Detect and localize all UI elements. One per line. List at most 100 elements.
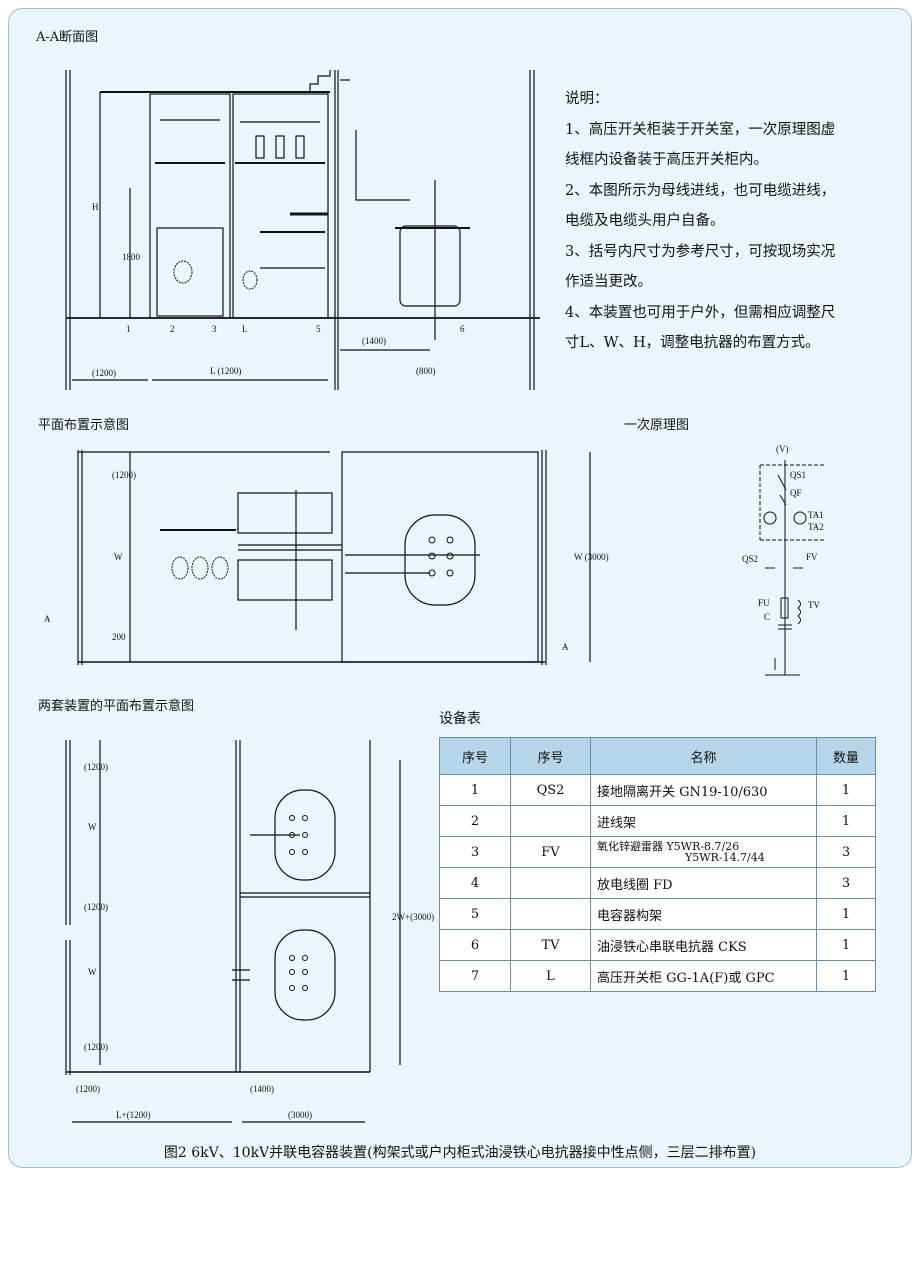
dim-1800: 1800	[122, 252, 141, 262]
cell-name: 进线架	[590, 805, 817, 837]
cell-qty: 1	[816, 960, 876, 992]
notes: 说明： 1、高压开关柜装于开关室，一次原理图虚 线框内设备装于高压开关柜内。 2…	[565, 84, 895, 359]
note-line: 2、本图所示为母线进线，也可电缆进线，	[565, 182, 836, 199]
label-fv: FV	[806, 552, 818, 562]
cell-qty: 1	[816, 774, 876, 806]
label-qs1: QS1	[790, 470, 806, 480]
note-line: 1、高压开关柜装于开关室，一次原理图虚	[565, 121, 836, 138]
two-dim-w1: W	[88, 822, 97, 832]
cell-name: 高压开关柜 GG-1A(F)或 GPC	[590, 960, 817, 992]
dim-1400: (1400)	[362, 336, 386, 346]
note-line: 线框内设备装于高压开关柜内。	[565, 152, 768, 168]
two-sets-title: 两套装置的平面布置示意图	[38, 699, 195, 714]
cell-name-line2: Y5WR-14.7/44	[685, 851, 765, 864]
label-2: 2	[170, 324, 175, 334]
plan-dim-200: 200	[112, 632, 126, 642]
header-code: 序号	[510, 737, 591, 775]
schematic-title: 一次原理图	[624, 418, 690, 433]
two-dim-d: (1200)	[76, 1084, 100, 1094]
cell-code: FV	[510, 836, 591, 868]
cell-qty: 1	[816, 805, 876, 837]
label-3: 3	[212, 324, 217, 334]
cell-code: QS2	[510, 774, 591, 806]
dim-h: H	[92, 202, 99, 212]
notes-heading: 说明：	[565, 91, 609, 107]
figure-caption: 图2 6kV、10kV并联电容器装置(构架式或户内柜式油浸铁心电抗器接中性点侧，…	[163, 1145, 757, 1161]
cell-qty: 3	[816, 867, 876, 899]
two-dim-f: L+(1200)	[116, 1110, 151, 1120]
cell-name: 放电线圈 FD	[590, 867, 817, 899]
plan-drawing: (1200) W 200 W (3000) A A	[44, 450, 609, 665]
cell-code	[510, 898, 591, 930]
cell-name: 电容器构架	[590, 898, 817, 930]
section-drawing: H 1800 (1200) L (1200) (1400) (800) 1 2 …	[65, 70, 540, 390]
header-qty: 数量	[816, 737, 876, 775]
note-line: 作适当更改。	[565, 274, 652, 290]
label-tv: TV	[808, 600, 820, 610]
section-title: A-A断面图	[36, 30, 99, 45]
two-dim-total: 2W+(3000)	[392, 912, 434, 922]
dim-800: (800)	[416, 366, 436, 376]
section-marker-right: A	[562, 642, 569, 652]
cell-no: 6	[439, 929, 511, 961]
cell-no: 7	[439, 960, 511, 992]
cell-qty: 1	[816, 929, 876, 961]
cell-qty: 3	[816, 836, 876, 868]
two-dim-c: (1200)	[84, 1042, 108, 1052]
plan-dim-total: W (3000)	[574, 552, 609, 562]
cell-no: 3	[439, 836, 511, 868]
cell-no: 1	[439, 774, 511, 806]
cell-no: 2	[439, 805, 511, 837]
label-ta1: TA1	[808, 510, 824, 520]
label-6: 6	[460, 324, 465, 334]
cell-code	[510, 867, 591, 899]
cell-code: TV	[510, 929, 591, 961]
cell-name: 油浸铁心串联电抗器 CKS	[590, 929, 817, 961]
label-fu: FU	[758, 598, 770, 608]
two-sets-drawing: (1200) W (1200) W (1200) (1200) (1400) L…	[65, 740, 434, 1123]
label-1: 1	[126, 324, 131, 334]
cell-code	[510, 805, 591, 837]
plan-title: 平面布置示意图	[38, 418, 130, 433]
two-dim-a: (1200)	[84, 762, 108, 772]
cell-name-line1: 氧化锌避雷器 Y5WR-8.7/26	[597, 840, 740, 853]
two-dim-b: (1200)	[84, 902, 108, 912]
label-c: C	[764, 612, 770, 622]
label-ta2: TA2	[808, 522, 824, 532]
cell-no: 5	[439, 898, 511, 930]
label-l: L	[242, 324, 248, 334]
label-qf: QF	[790, 488, 802, 498]
note-line: 电缆及电缆头用户自备。	[565, 213, 725, 229]
plan-dim-1200: (1200)	[112, 470, 136, 480]
dim-l: L (1200)	[210, 366, 241, 376]
plan-dim-w: W	[114, 552, 123, 562]
two-dim-e: (1400)	[250, 1084, 274, 1094]
cell-qty: 1	[816, 898, 876, 930]
label-v: (V)	[776, 444, 789, 454]
cell-code: L	[510, 960, 591, 992]
label-qs2: QS2	[742, 554, 758, 564]
dim-1200-left: (1200)	[92, 368, 116, 378]
note-line: 寸L、W、H，调整电抗器的布置方式。	[565, 335, 820, 351]
header-name: 名称	[590, 737, 817, 775]
two-dim-g: (3000)	[288, 1110, 312, 1120]
two-dim-w2: W	[88, 967, 97, 977]
cell-no: 4	[439, 867, 511, 899]
header-no: 序号	[439, 737, 511, 775]
section-marker-left: A	[44, 614, 51, 624]
note-line: 3、括号内尺寸为参考尺寸，可按现场实况	[565, 243, 836, 260]
cell-name: 接地隔离开关 GN19-10/630	[590, 774, 817, 806]
table-title: 设备表	[439, 711, 481, 727]
label-5: 5	[316, 324, 321, 334]
primary-schematic: (V) QS1 QF TA1 TA2 QS2 FV FU C TV	[742, 444, 825, 676]
table-header: 序号 序号 名称 数量	[439, 737, 876, 775]
